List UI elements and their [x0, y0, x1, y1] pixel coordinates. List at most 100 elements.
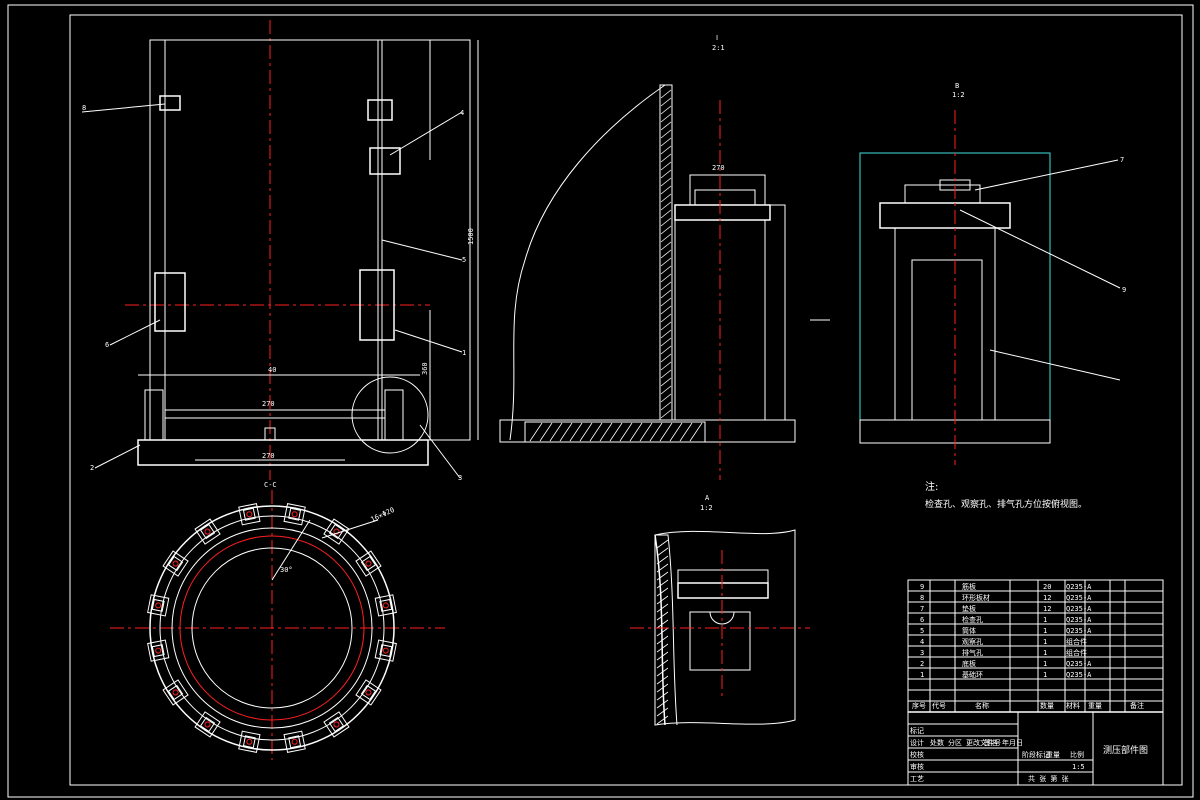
part-material: Q235-A: [1066, 616, 1092, 624]
stage-col: 阶段标记: [1022, 750, 1050, 759]
view-1-label: Ⅰ: [716, 34, 718, 42]
part-material: 组合件: [1066, 637, 1087, 646]
part-qty: 12: [1043, 594, 1051, 602]
ring-note: 16×Φ20: [369, 506, 395, 524]
table-header: 材料: [1066, 701, 1080, 710]
section-cc-label: C-C: [264, 481, 277, 489]
dim-360: 360: [421, 362, 429, 375]
part-name: 垫板: [962, 604, 976, 613]
view-b: [859, 110, 1121, 465]
part-name: 底板: [962, 659, 976, 668]
drawing-name: 测压部件图: [1103, 744, 1148, 756]
part-qty: 1: [1043, 616, 1047, 624]
sheet-count: 共 张 第 张: [1028, 774, 1069, 783]
balloon-2: 2: [90, 464, 94, 472]
signoff-row: 标记: [910, 726, 924, 735]
part-qty: 20: [1043, 583, 1051, 591]
part-qty: 1: [1043, 671, 1047, 679]
part-no: 1: [920, 671, 924, 679]
ring-lug: [147, 639, 170, 662]
detail-1-view: [499, 84, 830, 480]
dim-270-c: 270: [712, 164, 725, 172]
table-header: 数量: [1040, 701, 1054, 710]
part-qty: 1: [1043, 627, 1047, 635]
ring-lug: [283, 730, 306, 753]
signoff-row: 审核: [910, 762, 924, 771]
ring-lug: [355, 550, 382, 577]
signoff-row: 设计: [910, 738, 924, 747]
dim-270-b: 270: [262, 452, 275, 460]
part-no: 9: [920, 583, 924, 591]
part-qty: 12: [1043, 605, 1051, 613]
table-header: 序号: [912, 701, 926, 710]
part-no: 2: [920, 660, 924, 668]
ring-lug: [162, 550, 189, 577]
part-no: 3: [920, 649, 924, 657]
balloon-5: 5: [462, 256, 466, 264]
part-name: 筒体: [962, 626, 976, 635]
ring-lug: [323, 518, 350, 545]
ring-lug: [238, 730, 261, 753]
revision-col: 处数: [930, 738, 944, 747]
table-header: 重量: [1088, 702, 1102, 710]
note-title: 注:: [925, 480, 938, 493]
balloon-7: 7: [1120, 156, 1124, 164]
signoff-row: 校核: [910, 750, 924, 759]
ring-lug: [162, 679, 189, 706]
part-no: 6: [920, 616, 924, 624]
inner-frame: [69, 14, 1183, 786]
balloon-8: 8: [82, 104, 86, 112]
part-qty: 1: [1043, 638, 1047, 646]
view-1-scale: 2:1: [712, 44, 725, 52]
ring-lug: [283, 503, 306, 526]
part-name: 环形板材: [962, 593, 990, 602]
ring-lug: [194, 711, 221, 738]
part-material: 组合件: [1066, 648, 1087, 657]
stage-col: 比例: [1070, 750, 1084, 759]
part-material: Q235-A: [1066, 627, 1092, 635]
balloon-1: 1: [462, 349, 466, 357]
note-text: 检查孔、观察孔、排气孔方位按俯视图。: [925, 498, 1087, 510]
dim-1500: 1500: [467, 228, 475, 245]
part-qty: 1: [1043, 649, 1047, 657]
part-no: 5: [920, 627, 924, 635]
leaders-front: [81, 103, 463, 479]
table-header: 代号: [932, 701, 946, 710]
part-material: Q235-A: [1066, 671, 1092, 679]
part-name: 排气孔: [962, 648, 983, 657]
ring-lug: [355, 679, 382, 706]
part-name: 检查孔: [962, 615, 983, 624]
view-b-label: B: [955, 82, 959, 90]
view-a-scale: 1:2: [700, 504, 713, 512]
outer-frame: [7, 4, 1194, 798]
part-no: 8: [920, 594, 924, 602]
scale-value: 1:5: [1072, 763, 1085, 771]
ring-lug: [374, 594, 397, 617]
revision-col: 签名: [984, 738, 998, 747]
angle-30: 30°: [280, 566, 293, 574]
signoff-row: 工艺: [910, 775, 924, 783]
view-b-scale: 1:2: [952, 91, 965, 99]
part-name: 基础环: [962, 670, 983, 679]
stage-col: 重量: [1046, 751, 1060, 759]
section-cc-ring: [110, 490, 445, 760]
ring-lug: [194, 518, 221, 545]
part-material: Q235-A: [1066, 660, 1092, 668]
part-material: Q235-A: [1066, 594, 1092, 602]
revision-col: 更改文件号: [966, 738, 1001, 747]
balloon-9: 9: [1122, 286, 1126, 294]
view-a: [630, 529, 810, 726]
revision-col: 分区: [948, 738, 962, 747]
part-name: 观察孔: [962, 637, 983, 646]
ring-lug: [238, 503, 261, 526]
ring-lug: [147, 594, 170, 617]
revision-col: 年月日: [1002, 738, 1023, 747]
front-view: [125, 20, 479, 480]
table-header: 名称: [975, 701, 989, 710]
balloon-6: 6: [105, 341, 109, 349]
view-a-label: A: [705, 494, 710, 502]
dim-40: 40: [268, 366, 276, 374]
part-no: 4: [920, 638, 924, 646]
title-block: [907, 579, 1164, 786]
ring-lug: [374, 639, 397, 662]
